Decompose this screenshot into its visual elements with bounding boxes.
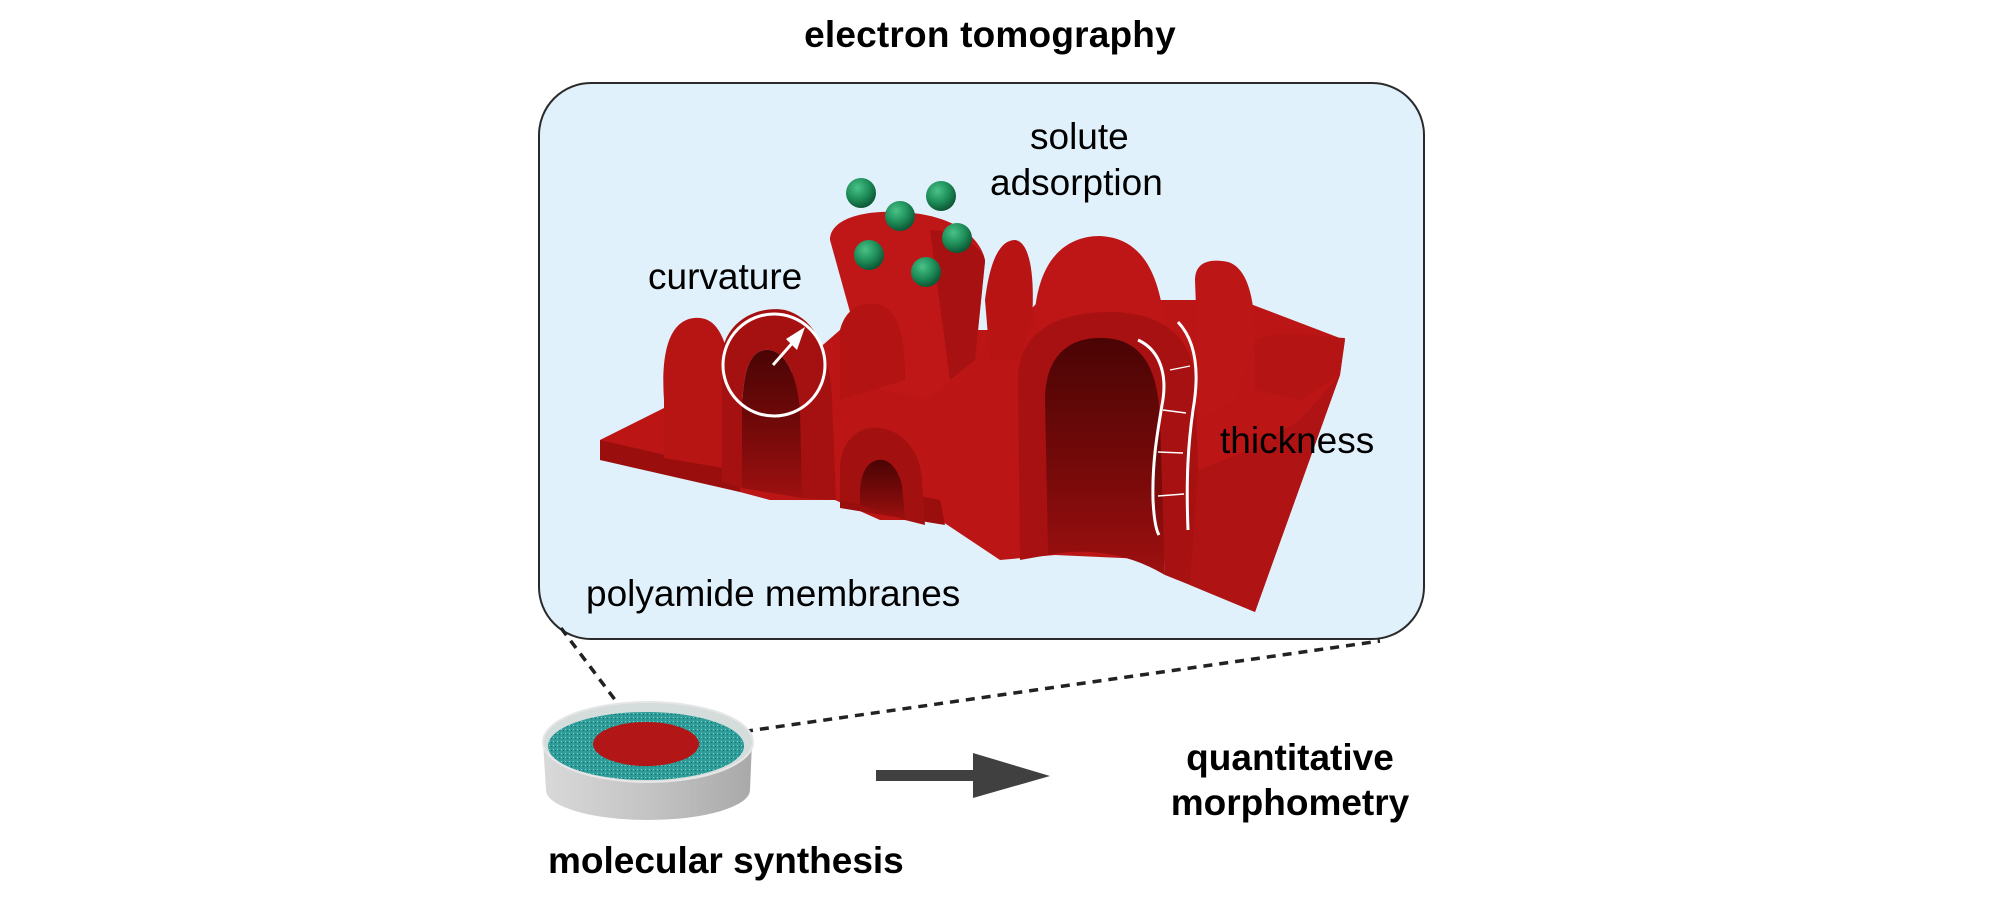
thickness-arrows bbox=[1157, 365, 1191, 497]
thickness-outer-line bbox=[1176, 320, 1198, 531]
label-quantitative: quantitative bbox=[1186, 737, 1394, 778]
label-quantitative-morphometry: quantitative morphometry bbox=[1130, 735, 1450, 825]
figure-title: electron tomography bbox=[804, 14, 1176, 55]
membrane-sample bbox=[593, 722, 699, 766]
solute-sphere bbox=[926, 181, 956, 211]
curvature-radius-arrow-head bbox=[786, 327, 805, 350]
label-molecular-synthesis: molecular synthesis bbox=[548, 840, 904, 881]
label-solute: solute bbox=[1030, 116, 1129, 157]
label-thickness: thickness bbox=[1220, 420, 1375, 461]
zoom-line-left bbox=[559, 626, 651, 747]
thickness-inner-line bbox=[1137, 338, 1166, 536]
curvature-circle bbox=[721, 312, 827, 418]
zoom-line-right bbox=[648, 639, 1381, 747]
petri-dish bbox=[542, 701, 754, 820]
label-morphometry: morphometry bbox=[1170, 782, 1410, 824]
solute-sphere bbox=[911, 257, 941, 287]
process-arrow-icon bbox=[876, 753, 1050, 798]
label-adsorption: adsorption bbox=[990, 162, 1163, 203]
polyamide-membrane-render bbox=[600, 211, 1345, 612]
label-curvature: curvature bbox=[648, 256, 803, 297]
solute-sphere bbox=[942, 223, 972, 253]
solute-sphere bbox=[846, 178, 876, 208]
label-polyamide-membranes: polyamide membranes bbox=[586, 573, 961, 614]
solute-sphere bbox=[885, 201, 915, 231]
solute-sphere bbox=[854, 240, 884, 270]
solute-particles bbox=[846, 178, 972, 287]
